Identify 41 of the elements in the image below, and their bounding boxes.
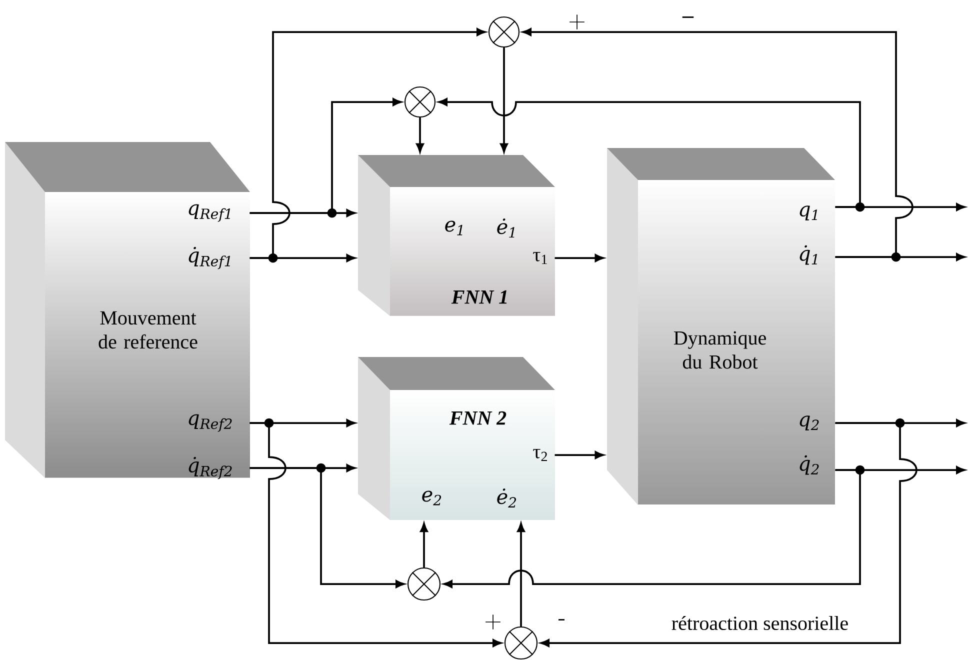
sign-label: -: [558, 619, 564, 620]
signal-label: e$_{2}$: [422, 490, 442, 506]
arrow: [250, 98, 402, 214]
arrow: [517, 522, 525, 626]
arrow: [540, 422, 918, 647]
signal-label: q$_{Ref1}$: [188, 204, 230, 222]
summing-junction: [488, 16, 520, 48]
summing-junction: [404, 86, 436, 118]
block-label: Mouvement de reference: [98, 311, 198, 349]
arrow: [416, 118, 424, 152]
block-label: Dynamique du Robot: [674, 331, 766, 369]
signal-label: q̇$_{Ref1}$: [188, 246, 230, 270]
signal-label: q$_{2}$: [800, 416, 819, 430]
signal-label: q̇$_{1}$: [800, 245, 817, 265]
signal-label: ė$_{2}$: [497, 488, 516, 508]
block-title: FNN 2: [449, 411, 506, 425]
signal-label: q$_{Ref2}$: [188, 414, 232, 432]
arrow: [443, 469, 861, 588]
signal-label: ė$_{1}$: [497, 218, 514, 238]
sign-label: –: [682, 16, 694, 18]
arrow: [420, 522, 428, 568]
sign-label: +: [570, 14, 584, 30]
signal-label: q̇$_{Ref2}$: [188, 456, 232, 480]
arrow: [438, 98, 861, 208]
arrow: [554, 254, 604, 262]
signal-label: τ$_{2}$: [533, 448, 547, 462]
arrow: [554, 451, 604, 459]
block-title: FNN 1: [451, 290, 507, 304]
signal-label: q̇$_{2}$: [800, 455, 819, 475]
arrow: [522, 28, 914, 258]
summing-junction: [407, 567, 441, 601]
signal-label: q$_{1}$: [800, 206, 817, 220]
signal-label: e$_{1}$: [445, 220, 462, 236]
arrow: [250, 28, 486, 259]
edge-label: rétroaction sensorielle: [670, 614, 850, 632]
summing-junction: [504, 626, 538, 660]
arrow: [500, 48, 508, 152]
arrow: [250, 422, 502, 647]
signal-label: τ$_{1}$: [533, 252, 547, 264]
arrow: [250, 467, 405, 588]
sign-label: +: [486, 614, 500, 630]
